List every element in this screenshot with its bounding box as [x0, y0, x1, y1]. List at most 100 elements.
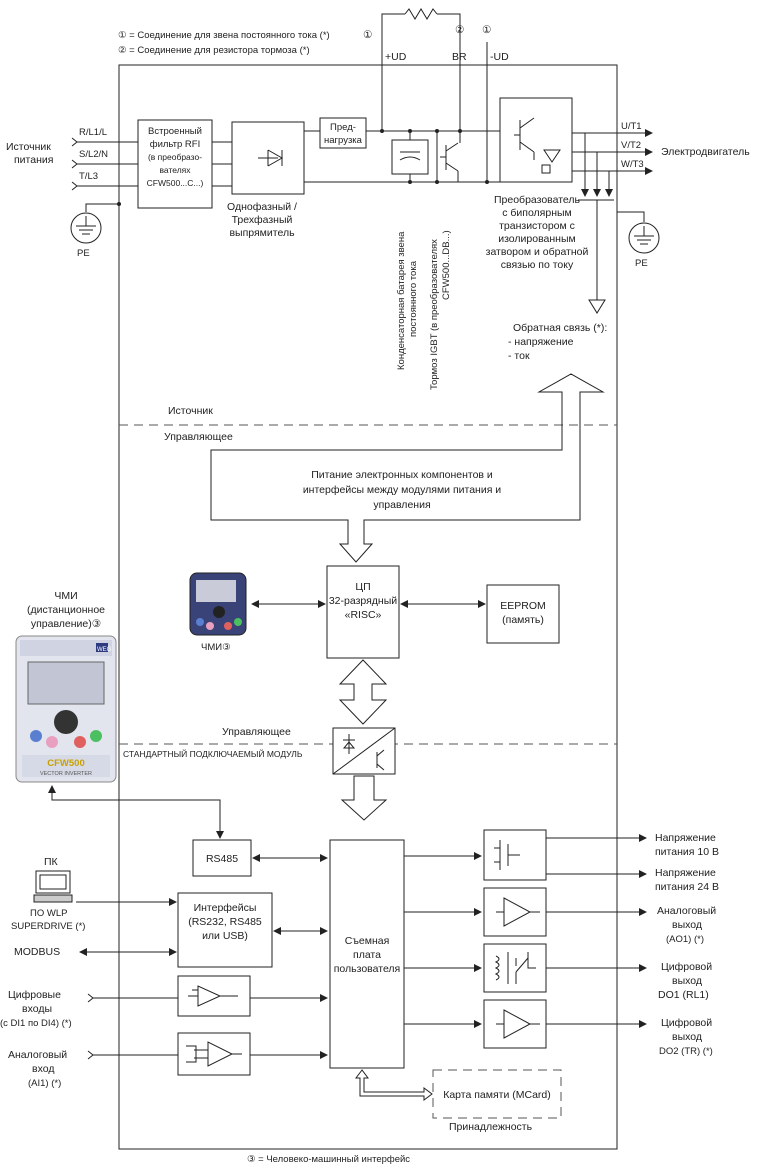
- rfi-label-5: CFW500...C...): [147, 178, 204, 188]
- legend-item-brake-resistor: ② = Соединение для резистора тормоза (*): [118, 45, 310, 56]
- feedback-label-3: - ток: [508, 350, 530, 362]
- do1-label-2: выход: [672, 975, 702, 987]
- ao1-label-3: (AO1) (*): [666, 934, 704, 945]
- digital-in-terminal: [87, 993, 94, 1003]
- board-mcard-link: [355, 1069, 433, 1101]
- phase-t-label: T/L3: [79, 171, 98, 182]
- brake-junction-top: [435, 129, 439, 133]
- inverter-shunt-icon: [541, 164, 551, 174]
- rfi-label-3: (в преобразо-: [148, 152, 202, 162]
- pe-wire-left: [85, 203, 119, 212]
- hmi-remote-label-1: ЧМИ: [54, 590, 77, 602]
- cpu-label-2: 32-разрядный: [329, 595, 397, 607]
- optocoupler-led-icon: [342, 734, 356, 754]
- rs485-block: [192, 839, 252, 877]
- section-plugin-label: СТАНДАРТНЫЙ ПОДКЛЮЧАЕМЫЙ МОДУЛЬ: [123, 748, 303, 759]
- marker-1-minus: ①: [482, 24, 492, 36]
- cpu-block: [326, 565, 400, 659]
- cpu-isolation-arrow: [338, 659, 388, 725]
- supply-icon: [494, 840, 520, 870]
- phase-r-label: R/L1/L: [79, 127, 107, 138]
- power-source-label-2: питания: [14, 154, 53, 166]
- ao1-amplifier-icon: [496, 897, 540, 927]
- br-label: BR: [452, 51, 467, 63]
- minus-ud-junction: [485, 180, 489, 184]
- interfaces-block: [177, 892, 273, 968]
- user-board-block: [329, 839, 405, 1069]
- precharge-block: [319, 117, 367, 149]
- br-junction: [458, 129, 462, 133]
- eeprom-label-2: (память): [502, 614, 544, 626]
- hmi-remote-icon: [15, 635, 117, 783]
- pe-junction-left: [117, 202, 121, 206]
- cpu-label-3: «RISC»: [345, 609, 382, 621]
- pc-label: ПК: [44, 856, 59, 868]
- marker-1-dc: ①: [363, 29, 373, 41]
- plus-ud-label: +UD: [385, 51, 407, 63]
- do2-label-2: выход: [672, 1031, 702, 1043]
- analog-in-label-2: вход: [32, 1063, 54, 1075]
- hmi-remote-label-2: (дистанционное: [27, 604, 105, 616]
- inverter-label-6: связью по току: [501, 259, 574, 271]
- digital-in-label-3: (с DI1 по DI4) (*): [0, 1018, 72, 1029]
- inverter-label-2: с биполярным: [502, 207, 572, 219]
- wlp-label-1: ПО WLP: [30, 908, 67, 919]
- brake-junction-bottom: [435, 180, 439, 184]
- cpu-label-1: ЦП: [355, 581, 370, 593]
- psu-label-3: управления: [373, 499, 430, 511]
- v10-label-2: питания 10 В: [655, 846, 719, 858]
- analog-in-buffer-icon: [207, 1041, 242, 1067]
- do1-relay-block: [483, 943, 547, 993]
- output-v-label: V/T2: [621, 140, 641, 151]
- brake-igbt-label-2: CFW500...DB...): [441, 230, 452, 300]
- rectifier-label-2: Трехфазный: [232, 214, 293, 226]
- analog-in-diff-icon: [186, 1045, 208, 1063]
- inverter-label-1: Преобразователь: [494, 194, 581, 206]
- inverter-igbt-icon: [514, 117, 535, 153]
- pe-ground-icon-right: [628, 222, 660, 254]
- hmi-remote-logo: WEG: [97, 647, 112, 653]
- ao1-label-2: выход: [672, 919, 702, 931]
- eeprom-block: [486, 584, 560, 644]
- terminal-s-icon: [71, 159, 78, 169]
- mcard-label: Карта памяти (MCard): [443, 1089, 551, 1101]
- rectifier-label-3: выпрямитель: [229, 227, 295, 239]
- analog-in-label-1: Аналоговый: [8, 1049, 67, 1061]
- v24-label-2: питания 24 В: [655, 881, 719, 893]
- section-source-label: Источник: [168, 405, 213, 417]
- rs485-label: RS485: [206, 853, 238, 865]
- mcard-block: [432, 1069, 562, 1119]
- digital-in-buffer-icon: [188, 985, 238, 1007]
- ao1-label-1: Аналоговый: [657, 905, 716, 917]
- accessory-label: Принадлежность: [449, 1121, 533, 1133]
- feedback-label-1: Обратная связь (*):: [513, 322, 607, 334]
- pe-label-left: PE: [77, 248, 90, 259]
- precharge-label-1: Пред-: [330, 122, 356, 133]
- terminal-t-icon: [71, 181, 78, 191]
- terminal-r-icon: [71, 137, 78, 147]
- hmi-remote-label-3: управление)③: [31, 618, 102, 630]
- plus-ud-junction: [380, 129, 384, 133]
- do2-label-1: Цифровой: [661, 1017, 712, 1029]
- legend-item-hmi: ③ = Человеко-машинный интерфейс: [247, 1154, 410, 1165]
- drive-enclosure: [118, 64, 618, 1150]
- feedback-triangle-icon: [588, 299, 606, 314]
- pe-label-right: PE: [635, 258, 648, 269]
- brake-resistor-icon: [404, 8, 438, 20]
- hmi-small-label: ЧМИ③: [201, 642, 231, 653]
- do2-amplifier-icon: [496, 1009, 540, 1039]
- interfaces-label-1: Интерфейсы: [194, 902, 257, 914]
- precharge-label-2: нагрузка: [324, 135, 363, 146]
- rfi-filter-block: [137, 119, 213, 209]
- interfaces-label-2: (RS232, RS485: [188, 916, 262, 928]
- isolation-board-arrow: [340, 775, 388, 821]
- do1-label-1: Цифровой: [661, 961, 712, 973]
- brake-igbt-icon: [440, 142, 459, 172]
- wlp-label-2: SUPERDRIVE (*): [11, 921, 85, 932]
- isolation-diagonal: [332, 727, 396, 775]
- cap-junction-bottom: [408, 180, 412, 184]
- v24-label-1: Напряжение: [655, 867, 716, 879]
- cap-junction-top: [408, 129, 412, 133]
- psu-label-1: Питание электронных компонентов и: [311, 469, 493, 481]
